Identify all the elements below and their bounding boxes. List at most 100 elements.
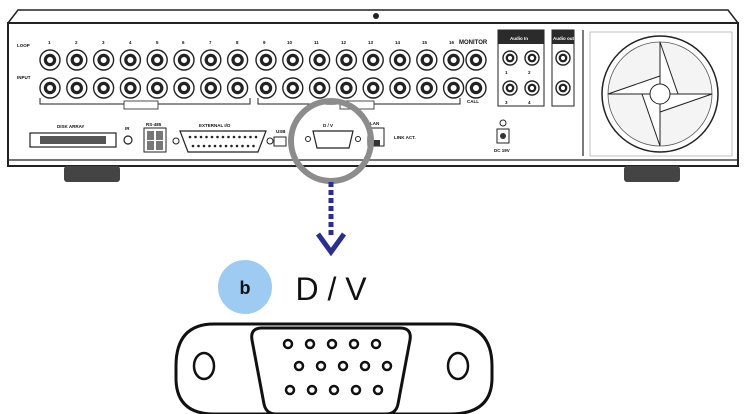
ext-io-pin [254, 135, 258, 139]
link-act-label: LINK ACT. [394, 135, 416, 140]
external-io-pins [188, 135, 258, 148]
bnc-connectors [39, 49, 571, 99]
ext-io-pin [216, 135, 219, 139]
ext-io-pin [238, 135, 241, 139]
ext-io-pin [246, 144, 250, 148]
ext-io-pin [188, 135, 192, 139]
dv-connector-pin [284, 384, 296, 396]
bnc-loop-connector [442, 49, 465, 71]
audio-out-connector [555, 80, 571, 96]
channel-number: 15 [422, 40, 428, 45]
channel-number: 2 [75, 40, 78, 45]
channel-number: 12 [341, 40, 347, 45]
channel-number: 7 [209, 40, 212, 45]
channel-number: 5 [156, 40, 159, 45]
bnc-input-connector [362, 77, 384, 99]
ext-io-pin [235, 144, 239, 148]
bnc-input-connector [146, 77, 168, 99]
bnc-loop-connector [226, 49, 249, 71]
ext-io-pin [219, 144, 222, 148]
loop-row-label: LOOP [17, 43, 30, 48]
dc-power-jack [496, 119, 510, 144]
channel-number-labels: 1 2 3 4 5 6 7 8 9 10 11 12 13 14 15 16 [48, 40, 455, 45]
mount-hole-right [446, 351, 470, 381]
dv-connector-pin [348, 338, 360, 350]
usb-label: USB [276, 129, 286, 134]
external-io-port [172, 130, 274, 153]
disk-array-port [29, 132, 117, 148]
audio-in-number: 3 [505, 100, 508, 105]
dc-label: DC 19V [494, 148, 510, 153]
cooling-fan [589, 31, 733, 157]
bnc-input-connector [66, 77, 88, 99]
dv-connector-pin [372, 384, 384, 396]
monitor-label: MONITOR [459, 40, 488, 46]
channel-number: 1 [48, 40, 51, 45]
bnc-loop-connector [389, 49, 411, 71]
channel-number: 11 [314, 40, 319, 45]
dv-small-label: D / V [323, 123, 333, 128]
bnc-input-connector [255, 77, 277, 99]
audio-in-header [498, 30, 544, 44]
channel-number: 9 [263, 40, 266, 45]
bnc-input-connector [119, 77, 142, 99]
dv-connector-pin [304, 338, 316, 350]
bnc-input-connector [442, 77, 465, 99]
foot-right [624, 166, 680, 182]
bnc-call-connector [465, 77, 487, 99]
channel-number: 16 [449, 40, 455, 45]
bnc-loop-connector [255, 49, 277, 71]
ext-io-pin [230, 144, 233, 148]
dv-connector-pin [282, 338, 294, 350]
dv-connector-pin [337, 360, 349, 372]
audio-in-number: 4 [528, 100, 531, 105]
dv-connector-pin [293, 360, 305, 372]
dv-connector-pin [359, 360, 371, 372]
ext-io-pin [194, 135, 197, 139]
channel-number: 3 [102, 40, 105, 45]
channel-number: 13 [368, 40, 374, 45]
audio-in-label: Audio In [510, 36, 528, 41]
dv-connector-pin [370, 338, 382, 350]
bnc-input-connector [282, 77, 304, 99]
usb-port [273, 136, 287, 147]
ext-io-pin [221, 135, 225, 139]
ext-io-pin [210, 135, 214, 139]
bnc-loop-connector [146, 49, 168, 71]
ext-io-pin [191, 144, 195, 148]
callout-arrow [315, 182, 347, 257]
dv-connector-pins [282, 338, 393, 396]
ir-label: IR [125, 126, 130, 131]
audio-in-number: 1 [505, 70, 508, 75]
ext-io-pin [213, 144, 217, 148]
external-io-label: EXTERNAL I/O [199, 123, 231, 128]
bnc-loop-connector [173, 49, 195, 71]
ext-io-pin [205, 135, 208, 139]
ext-io-pin [241, 144, 244, 148]
dv-connector-pin [328, 384, 340, 396]
dv-connector-pin [315, 360, 327, 372]
dv-port-small [305, 130, 361, 149]
channel-number: 8 [236, 40, 239, 45]
callout-badge-letter: b [240, 278, 251, 298]
bnc-input-connector [39, 77, 61, 99]
audio-out-label: Audio out [553, 36, 574, 41]
audio-in-connector [502, 80, 518, 96]
ext-io-pin [197, 144, 200, 148]
callout-badge [218, 260, 272, 314]
ext-io-pin [227, 135, 230, 139]
channel-number: 10 [287, 40, 293, 45]
bnc-loop-connector [308, 49, 331, 71]
audio-in-connector [524, 50, 540, 66]
channel-number: 14 [395, 40, 401, 45]
ir-port [123, 135, 133, 145]
bnc-input-connector [416, 77, 438, 99]
bnc-input-connector [308, 77, 331, 99]
ext-io-pin [208, 144, 211, 148]
dv-connector-pin [306, 384, 318, 396]
mount-hole-left [192, 351, 216, 381]
ext-io-pin [249, 135, 252, 139]
audio-out-connector [555, 50, 571, 66]
audio-in-number: 2 [528, 70, 531, 75]
bnc-loop-connector [39, 49, 61, 71]
